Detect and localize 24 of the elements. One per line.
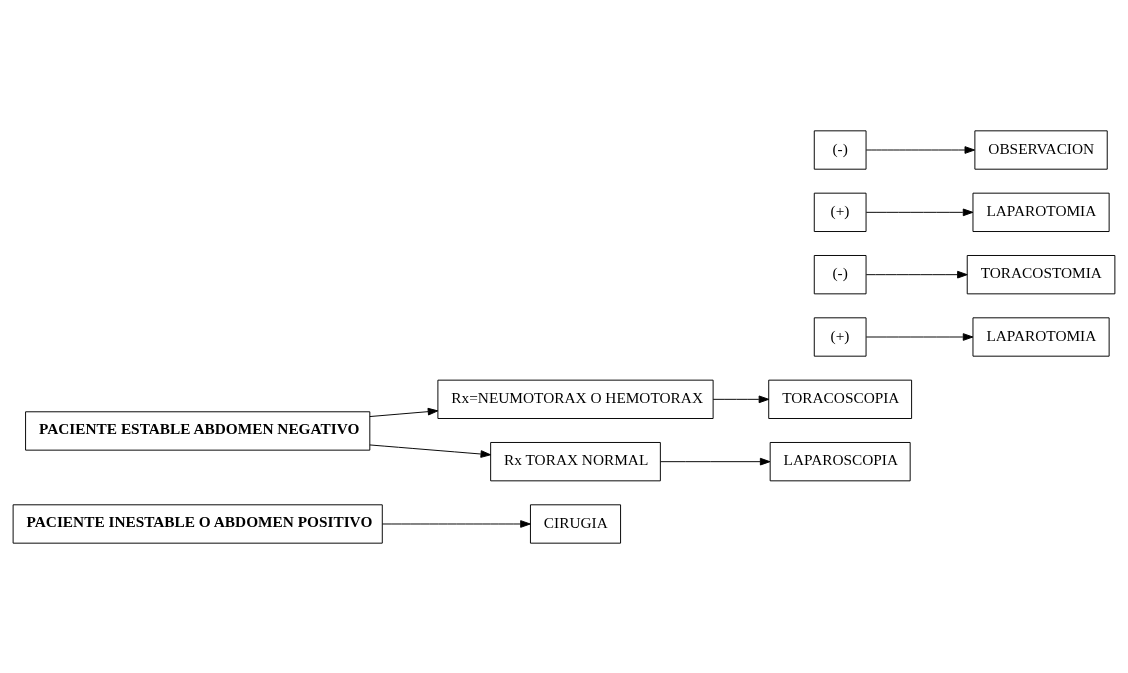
- node-box: TORACOSCOPIA: [768, 379, 913, 419]
- node-box: LAPAROTOMIA: [972, 316, 1110, 357]
- node-box: (+): [813, 192, 867, 232]
- arrow: [865, 332, 974, 341]
- arrow: [382, 519, 531, 528]
- node-box: (-): [813, 129, 867, 170]
- node-box: Rx=NEUMOTORAX O HEMOTORAX: [437, 379, 714, 419]
- node-box: OBSERVACION: [974, 129, 1108, 170]
- node-box: Rx TORAX NORMAL: [490, 441, 661, 481]
- arrow: [865, 208, 974, 216]
- arrow: [369, 407, 439, 417]
- node-box: LAPAROTOMIA: [972, 192, 1110, 232]
- node-box: (+): [813, 316, 867, 357]
- node-box: CIRUGIA: [529, 503, 622, 544]
- arrow: [369, 443, 492, 458]
- node-box: PACIENTE INESTABLE O ABDOMEN POSITIVO: [12, 503, 383, 544]
- node-box: PACIENTE ESTABLE ABDOMEN NEGATIVO: [25, 410, 371, 451]
- node-box: LAPAROSCOPIA: [769, 441, 911, 481]
- arrow: [660, 457, 771, 465]
- arrow: [865, 270, 968, 278]
- node-box: TORACOSTOMIA: [966, 254, 1116, 294]
- node-box: (-): [813, 254, 867, 294]
- arrow: [865, 145, 976, 154]
- arrow: [712, 395, 770, 403]
